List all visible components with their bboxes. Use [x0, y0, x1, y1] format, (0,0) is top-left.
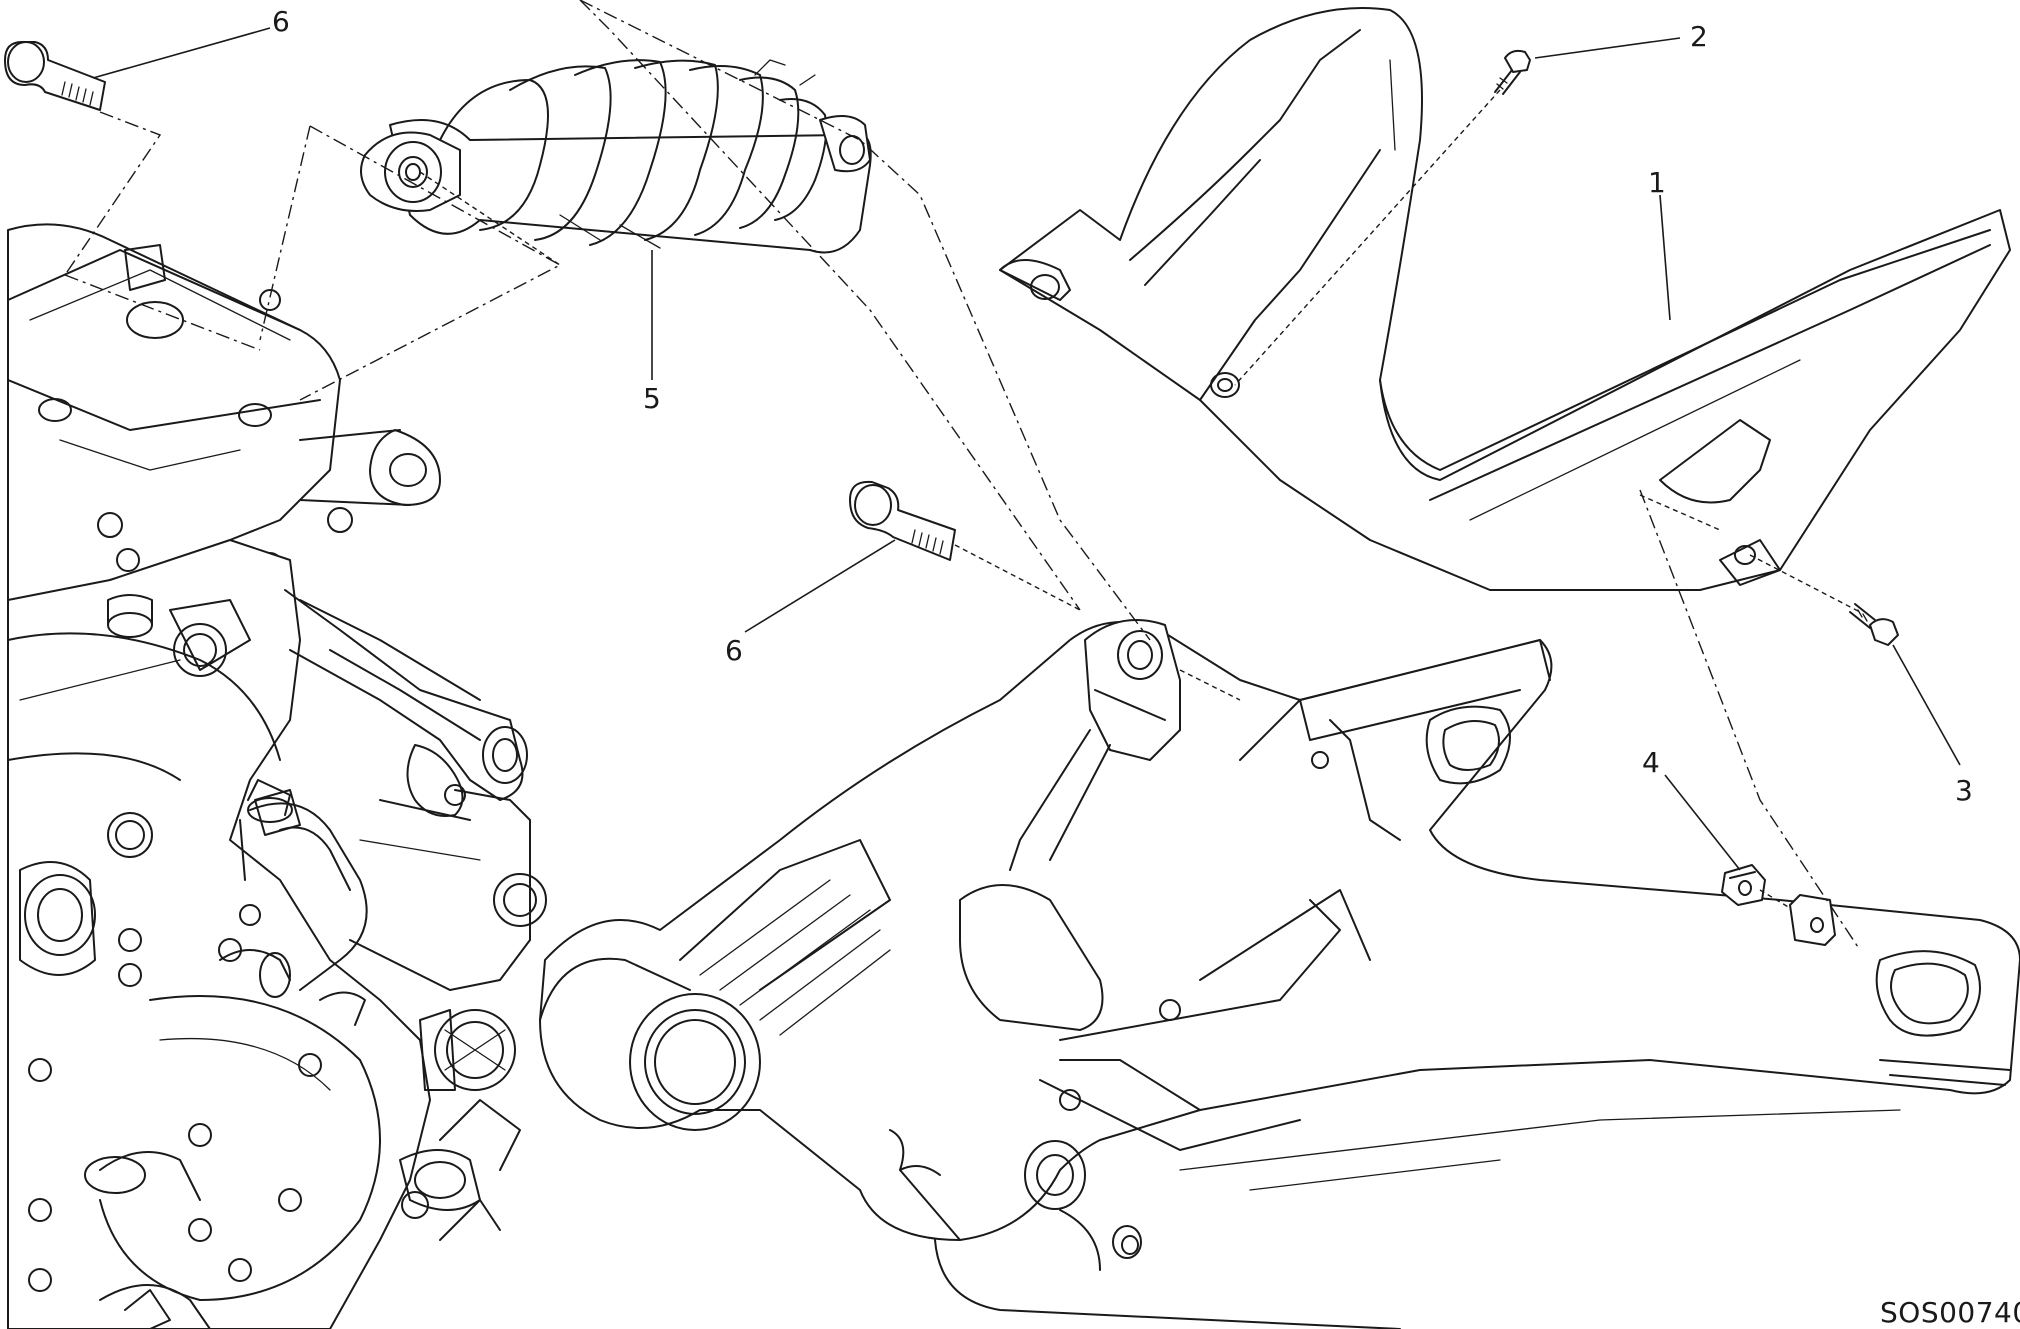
clip-nut-part-4: [1721, 864, 1766, 906]
bolt-part-6-upper: [4, 41, 106, 111]
callout-6-upper: 6: [272, 5, 290, 38]
drawing-reference-code: SOS00740: [1880, 1296, 2020, 1329]
callout-4: 4: [1642, 746, 1660, 779]
frame-section: [284, 589, 547, 1241]
swingarm: [539, 619, 2020, 1329]
chain-guard-part-1: [999, 7, 2011, 591]
callout-1: 1: [1648, 166, 1666, 199]
bolt-part-6-lower: [849, 480, 956, 561]
screw-part-2: [1494, 49, 1531, 95]
engine-assembly: [7, 223, 516, 1329]
rear-shock-absorber-part-5: [360, 59, 872, 254]
callout-6-lower: 6: [725, 634, 743, 667]
screw-part-3: [1849, 603, 1899, 646]
callout-3: 3: [1955, 774, 1973, 807]
assembly-lines: [64, 0, 1861, 951]
leader-lines: [92, 27, 1961, 871]
callout-2: 2: [1690, 20, 1708, 53]
callout-5: 5: [643, 382, 661, 415]
